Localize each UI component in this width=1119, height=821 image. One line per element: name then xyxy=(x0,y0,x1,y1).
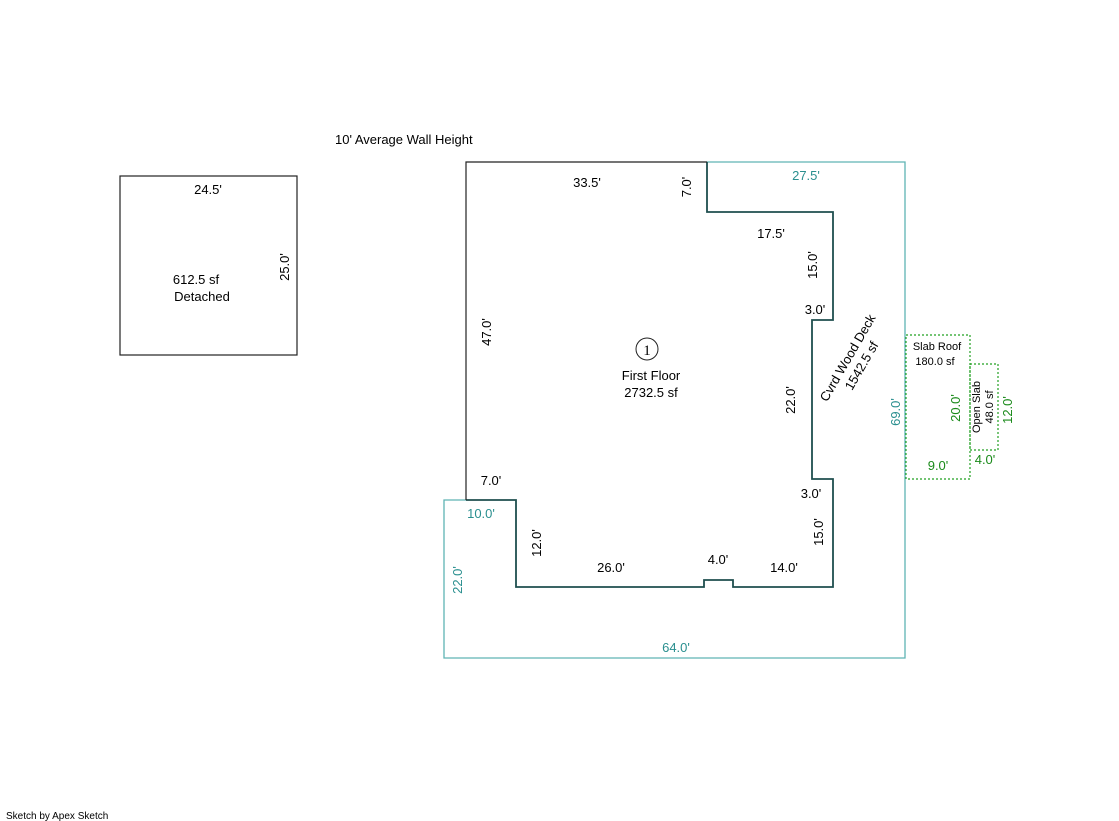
detached-building: 24.5' 25.0' 612.5 sf Detached xyxy=(119,175,298,356)
first-floor-name: First Floor xyxy=(622,368,681,383)
ff-right-lower-dimension: 15.0' xyxy=(811,518,826,546)
slab-roof-width-dimension: 9.0' xyxy=(928,458,949,473)
ff-right-mid-dimension: 22.0' xyxy=(783,386,798,414)
deck-step-dimension: 10.0' xyxy=(467,506,495,521)
deck-right-dimension: 69.0' xyxy=(888,398,903,426)
ff-right-upper-dimension: 15.0' xyxy=(805,251,820,279)
ff-jog-upper-dimension: 3.0' xyxy=(805,302,826,317)
detached-area: 612.5 sf xyxy=(173,272,220,287)
ff-top-dimension: 33.5' xyxy=(573,175,601,190)
detached-top-dimension: 24.5' xyxy=(194,182,222,197)
first-floor-marker-number: 1 xyxy=(643,343,651,359)
ff-bottom-right-dimension: 14.0' xyxy=(770,560,798,575)
ff-bottom-mid-dimension: 26.0' xyxy=(597,560,625,575)
slab-roof-area: 180.0 sf xyxy=(915,356,955,368)
first-floor-marker-circle xyxy=(635,337,659,361)
open-slab-area: 48.0 sf xyxy=(984,390,996,424)
first-floor-outer-outline xyxy=(465,161,707,500)
slab-roof-name: Slab Roof xyxy=(913,341,962,353)
detached-name: Detached xyxy=(174,289,230,304)
deck-bottom-dimension: 64.0' xyxy=(662,640,690,655)
deck-top-dimension: 27.5' xyxy=(792,168,820,183)
first-floor: 33.5' 7.0' 17.5' 15.0' 3.0' 22.0' 3.0' 1… xyxy=(465,161,834,588)
covered-wood-deck: 27.5' 69.0' 64.0' 22.0' 10.0' Cvrd Wood … xyxy=(443,161,906,659)
ff-upper-step-dimension: 17.5' xyxy=(757,226,785,241)
open-slab-outline xyxy=(969,363,999,451)
deck-outline xyxy=(443,161,906,659)
apex-sketch-credit: Sketch by Apex Sketch xyxy=(6,811,108,821)
wall-height-label: 10' Average Wall Height xyxy=(335,132,473,147)
open-slab-height-dimension: 12.0' xyxy=(1000,396,1015,424)
ff-notch-top-dimension: 7.0' xyxy=(679,177,694,198)
first-floor-inner-outline xyxy=(466,162,834,588)
detached-right-dimension: 25.0' xyxy=(277,253,292,281)
ff-left-dimension: 47.0' xyxy=(479,318,494,346)
ff-left-inner-dimension: 12.0' xyxy=(529,529,544,557)
slab-roof-height-dimension: 20.0' xyxy=(948,394,963,422)
open-slab-width-dimension: 4.0' xyxy=(975,452,996,467)
detached-outline xyxy=(119,175,298,356)
ff-left-step-dimension: 7.0' xyxy=(481,473,502,488)
ff-bump-dimension: 4.0' xyxy=(708,552,729,567)
ff-jog-lower-dimension: 3.0' xyxy=(801,486,822,501)
deck-left-dimension: 22.0' xyxy=(450,566,465,594)
first-floor-area: 2732.5 sf xyxy=(624,385,678,400)
slab-roof: Slab Roof 180.0 sf 20.0' 9.0' xyxy=(905,334,971,480)
open-slab-name: Open Slab xyxy=(971,381,983,433)
open-slab: Open Slab 48.0 sf 12.0' 4.0' xyxy=(969,363,1015,467)
